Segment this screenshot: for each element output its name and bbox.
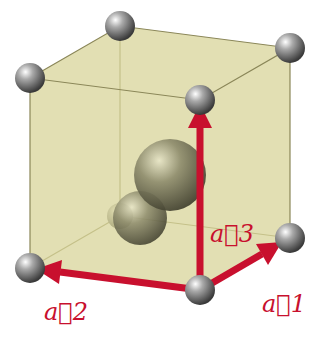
cube-body xyxy=(30,26,290,290)
corner-atoms xyxy=(15,11,305,305)
vector-label: a⃗2 xyxy=(44,300,88,324)
front-edges xyxy=(30,26,290,290)
inner-atom xyxy=(134,139,206,211)
lattice-vectors xyxy=(36,104,282,289)
vector-label: a⃗1 xyxy=(262,292,306,316)
vector-label: a⃗3 xyxy=(210,222,254,246)
